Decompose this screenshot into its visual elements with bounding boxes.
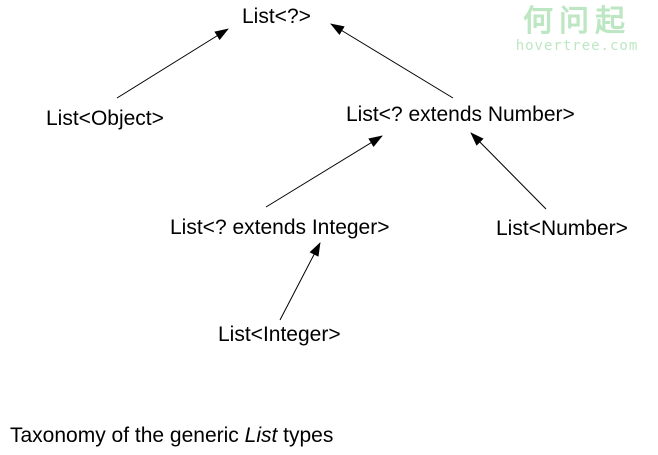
caption-suffix: types (277, 424, 334, 447)
node-list-number: List<Number> (496, 217, 628, 240)
node-list-extends-integer: List<? extends Integer> (170, 216, 390, 239)
edge-object-to-wildcard (116, 28, 229, 99)
node-list-integer: List<Integer> (218, 323, 341, 346)
figure-caption: Taxonomy of the generic List types (10, 424, 333, 448)
caption-prefix: Taxonomy of the generic (10, 424, 245, 447)
edge-extends-integer-to-extends-number (265, 135, 383, 208)
caption-emphasis: List (244, 424, 278, 447)
watermark: 何问起 hovertree.com (512, 4, 642, 55)
node-list-extends-number: List<? extends Number> (346, 103, 575, 126)
edge-integer-to-extends-integer (279, 242, 321, 321)
node-list-object: List<Object> (46, 107, 164, 130)
watermark-url: hovertree.com (515, 38, 639, 54)
edge-extends-number-to-wildcard (330, 23, 454, 99)
edge-number-to-extends-number (470, 132, 547, 210)
watermark-logo-text: 何问起 (523, 4, 631, 39)
node-list-wildcard: List<?> (242, 5, 311, 28)
